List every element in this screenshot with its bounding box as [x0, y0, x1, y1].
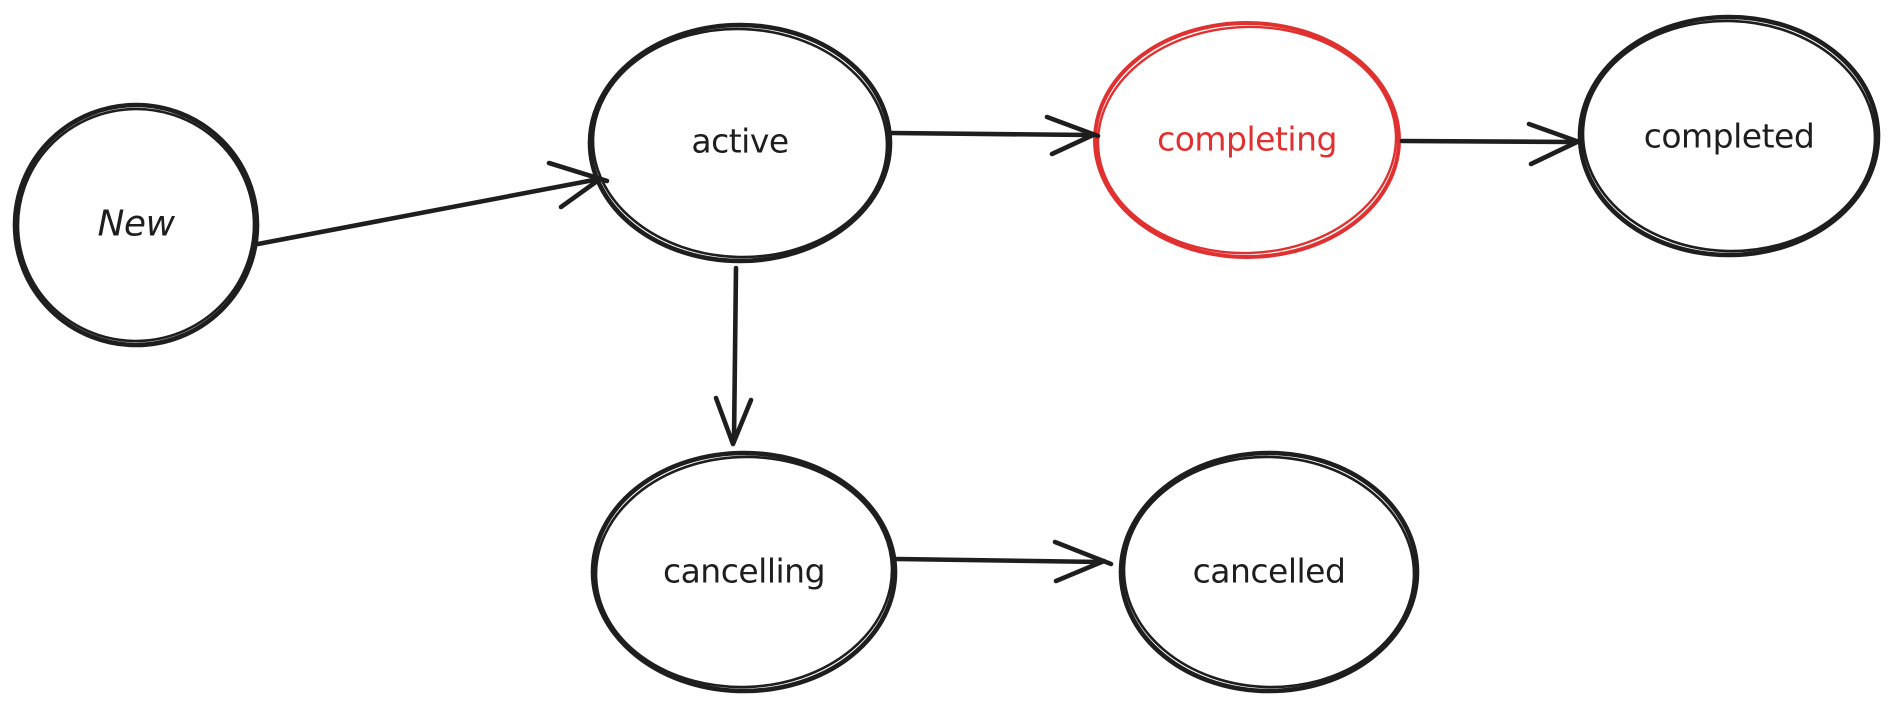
node-completed-label: completed [1643, 116, 1815, 156]
node-completing-ellipse [1093, 21, 1401, 259]
edge-cancelling-cancelled [894, 539, 1114, 584]
node-new [12, 102, 260, 348]
node-new-ellipse [12, 102, 260, 348]
node-cancelled-ellipse [1118, 450, 1420, 694]
node-cancelling-ellipse-sketch [594, 455, 894, 689]
node-cancelling-label: cancelling [662, 551, 826, 591]
node-cancelling [590, 450, 898, 694]
node-completing-label: completing [1157, 119, 1337, 159]
edge-active-completing-shaft [889, 130, 1093, 138]
node-cancelled [1118, 450, 1420, 694]
edge-active-cancelling-shaft [731, 265, 739, 443]
edge-cancelling-cancelled-arrowhead-icon [1052, 539, 1114, 584]
node-new-ellipse-sketch [16, 107, 256, 343]
node-completed-ellipse [1577, 14, 1881, 258]
node-completed [1577, 14, 1881, 258]
node-new-label: New [97, 203, 175, 245]
node-cancelled-ellipse-sketch [1122, 455, 1416, 689]
node-active-label: active [691, 121, 789, 161]
edge-new-active [255, 160, 610, 247]
node-cancelling-ellipse [590, 450, 898, 694]
edge-completing-completed [1399, 121, 1585, 167]
node-active-ellipse-sketch [591, 27, 889, 259]
edge-cancelling-cancelled-shaft [894, 556, 1105, 565]
node-active [587, 22, 893, 264]
node-cancelled-label: cancelled [1192, 551, 1346, 591]
edge-active-cancelling [713, 265, 754, 447]
edge-active-completing-arrowhead-icon [1044, 114, 1101, 157]
edge-completing-completed-arrowhead-icon [1526, 121, 1585, 167]
node-completing [1093, 21, 1401, 259]
node-completing-ellipse-sketch [1096, 25, 1398, 255]
node-completed-ellipse-sketch [1581, 19, 1877, 253]
edge-new-active-arrowhead-icon [546, 160, 610, 210]
node-active-ellipse [587, 22, 893, 264]
edge-completing-completed-shaft [1399, 138, 1577, 145]
edge-active-cancelling-arrowhead-icon [713, 395, 754, 447]
edge-new-active-shaft [255, 176, 602, 247]
edge-active-completing [889, 114, 1101, 157]
